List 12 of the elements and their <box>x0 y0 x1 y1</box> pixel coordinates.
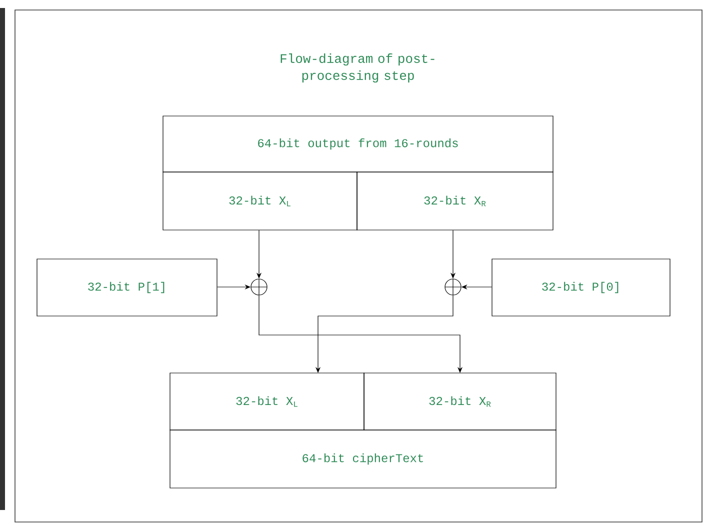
process-box: 64-bit output from 16-rounds <box>162 116 554 172</box>
process-box: 32-bit P[0] <box>492 258 670 316</box>
process-box: 32-bit X$_{L}$ <box>162 172 358 230</box>
process-box: 32-bit X$_{R}$ <box>364 372 556 430</box>
process-box: 64-bit cipherText <box>170 430 556 488</box>
arrow <box>258 295 463 373</box>
process-box: 32-bit X$_{L}$ <box>170 372 364 430</box>
xor-symbol <box>444 278 462 296</box>
process-box: 32-bit P[1] <box>36 258 218 316</box>
process-box: 32-bit X$_{R}$ <box>356 172 554 230</box>
xor-symbol <box>250 278 268 296</box>
title: Flow-diagram of post-processing step <box>280 53 434 83</box>
